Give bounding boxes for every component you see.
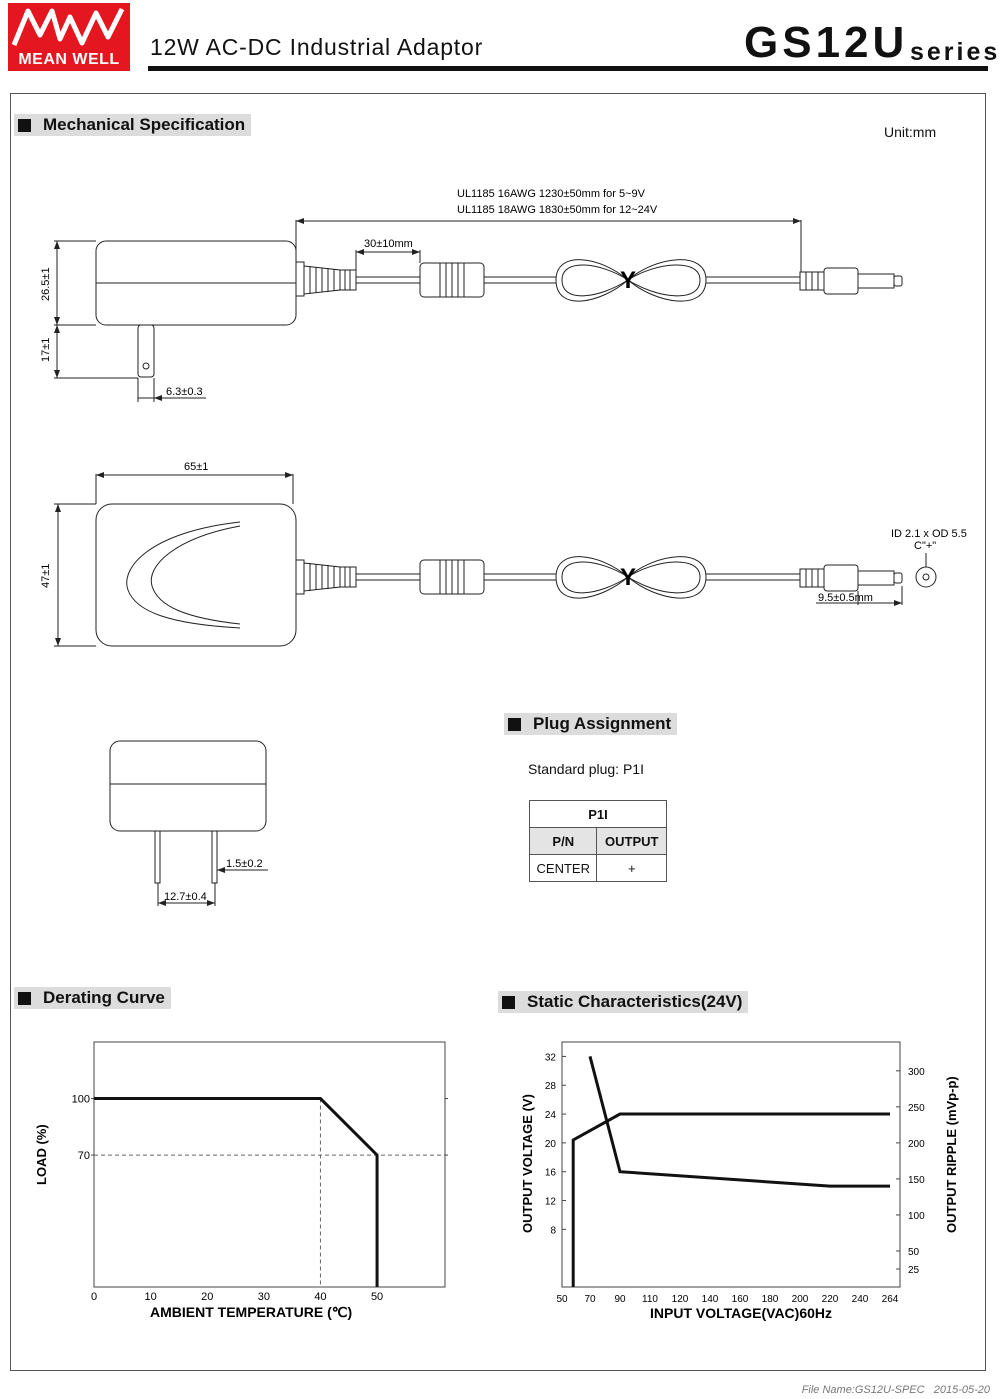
static-x-tick: 50	[556, 1294, 568, 1305]
static-y-left-tick: 20	[545, 1139, 557, 1150]
plug-center-polarity: C"+"	[914, 540, 936, 552]
static-x-tick: 180	[762, 1294, 779, 1305]
derating-series-line	[94, 1097, 379, 1287]
depth-dim: 47±1	[40, 564, 52, 588]
static-x-tick: 160	[732, 1294, 749, 1305]
logo-arc	[126, 521, 241, 629]
unit-label: Unit:mm	[884, 124, 937, 140]
width-dim: 65±1	[184, 461, 208, 473]
content-frame	[10, 93, 986, 1371]
row-output: +	[596, 854, 667, 882]
static-x-tick: 220	[822, 1294, 839, 1305]
static-y-right-tick: 100	[908, 1211, 925, 1222]
file-footer: File Name:GS12U-SPEC 2015-05-20	[801, 1384, 990, 1396]
plug-id-od: ID 2.1 x OD 5.5	[891, 528, 967, 540]
static-x-tick: 240	[852, 1294, 869, 1305]
cable-spec-1: UL1185 16AWG 1230±50mm for 5~9V	[457, 188, 646, 200]
static-x-tick: 70	[584, 1294, 596, 1305]
model-name: GS12U	[744, 18, 909, 67]
square-bullet-icon	[18, 991, 31, 1005]
static-y-right-tick: 250	[908, 1103, 925, 1114]
static-y-left-tick: 24	[545, 1110, 557, 1121]
y-label-top: Y	[620, 564, 636, 591]
static-x-tick: 120	[672, 1294, 689, 1305]
static-x-tick: 140	[702, 1294, 719, 1305]
static-y-left-tick: 12	[545, 1197, 557, 1208]
adaptor-pin	[137, 324, 155, 378]
square-bullet-icon	[508, 717, 521, 731]
square-bullet-icon	[502, 995, 515, 1009]
static-y-right-tick: 150	[908, 1175, 925, 1186]
page-title: 12W AC-DC Industrial Adaptor	[150, 34, 484, 60]
pin-thickness-dim: 1.5±0.2	[226, 858, 263, 870]
pin-spacing-dim: 12.7±0.4	[164, 891, 207, 903]
static-x-tick: 110	[642, 1294, 658, 1305]
static-y-left-tick: 32	[545, 1052, 557, 1063]
standard-plug: Standard plug: P1I	[528, 761, 644, 777]
col-output: OUTPUT	[596, 827, 667, 855]
derating-y-label: LOAD (%)	[34, 1124, 49, 1185]
static-heading-text: Static Characteristics(24V)	[527, 992, 743, 1011]
y-label-side: Y	[620, 267, 636, 294]
pin-offset-dim: 6.3±0.3	[166, 386, 203, 398]
front-pin-right	[211, 830, 218, 884]
cable-spec-2: UL1185 18AWG 1830±50mm for 12~24V	[457, 204, 658, 216]
height-dim: 26.5±1	[40, 267, 52, 301]
core-distance: 30±10mm	[364, 238, 413, 250]
derating-heading-text: Derating Curve	[43, 988, 165, 1007]
static-x-tick: 200	[792, 1294, 809, 1305]
derating-y-tick: 70	[78, 1150, 90, 1162]
header-rule	[148, 66, 988, 71]
derating-x-tick: 10	[144, 1291, 156, 1303]
brand-name: MEAN WELL	[18, 51, 120, 68]
static-y-right-tick: 200	[908, 1139, 925, 1150]
mechanical-drawing: Y Y UL1185 16AWG 1230±50mm for 5~9V UL11…	[40, 188, 967, 906]
derating-x-tick: 30	[258, 1291, 270, 1303]
derating-x-tick: 40	[314, 1291, 326, 1303]
derating-y-tick: 100	[72, 1094, 90, 1106]
plug-heading: Plug Assignment	[504, 713, 678, 735]
derating-x-tick: 0	[91, 1291, 97, 1303]
row-pn: CENTER	[528, 854, 598, 882]
static-y-left-tick: 8	[550, 1225, 556, 1236]
static-x-tick: 90	[614, 1294, 626, 1305]
mw-logo-icon: MW	[11, 7, 125, 46]
derating-chart: 0 10 20 30 40 50 100 70 LOAD (%) AMBIENT TEMPE…	[34, 1041, 448, 1320]
col-pn: P/N	[528, 827, 598, 855]
plug-end-view	[915, 566, 937, 588]
derating-x-tick: 20	[201, 1291, 213, 1303]
derating-x-tick: 50	[371, 1291, 383, 1303]
mechanical-heading-text: Mechanical Specification	[43, 115, 246, 134]
square-bullet-icon	[18, 118, 31, 132]
voltage-series-line	[571, 1112, 890, 1287]
coiled-cable	[555, 259, 707, 302]
dc-plug	[823, 267, 859, 295]
static-chart: 50 70 90 110 120 140 160 180 200 220 240 264 32 28 24…	[520, 1041, 959, 1321]
static-y-left-tick: 16	[545, 1168, 557, 1179]
static-y-right-tick: 50	[908, 1247, 920, 1258]
static-x-tick: 264	[882, 1294, 899, 1305]
static-x-label: INPUT VOLTAGE(VAC)60Hz	[650, 1305, 832, 1321]
static-y-left-label: OUTPUT VOLTAGE (V)	[520, 1094, 535, 1233]
adaptor-top-body	[95, 503, 297, 647]
plug-table: P1I P/N OUTPUT CENTER +	[528, 800, 667, 882]
logo-mark: MW	[68, 32, 70, 34]
adaptor-front-body	[109, 740, 267, 832]
static-y-right-tick: 300	[908, 1067, 925, 1078]
static-heading: Static Characteristics(24V)	[498, 991, 749, 1013]
pin-length-dim: 17±1	[40, 338, 52, 362]
static-y-right-tick: 25	[908, 1265, 920, 1276]
ripple-series-line	[588, 1056, 890, 1188]
brand-logo: MW MEAN WELL	[8, 3, 130, 71]
plug-heading-text: Plug Assignment	[533, 714, 672, 733]
static-y-left-tick: 28	[545, 1081, 557, 1092]
front-pin-left	[154, 830, 161, 884]
derating-x-label: AMBIENT TEMPERATURE (℃)	[150, 1304, 352, 1320]
mechanical-heading: Mechanical Specification	[14, 114, 252, 136]
derating-heading: Derating Curve	[14, 987, 171, 1009]
plug-table-title: P1I	[529, 800, 667, 828]
static-y-right-label: OUTPUT RIPPLE (mVp-p)	[944, 1076, 959, 1233]
series-label: series	[910, 38, 1000, 66]
plug-length-dim: 9.5±0.5mm	[818, 592, 873, 604]
